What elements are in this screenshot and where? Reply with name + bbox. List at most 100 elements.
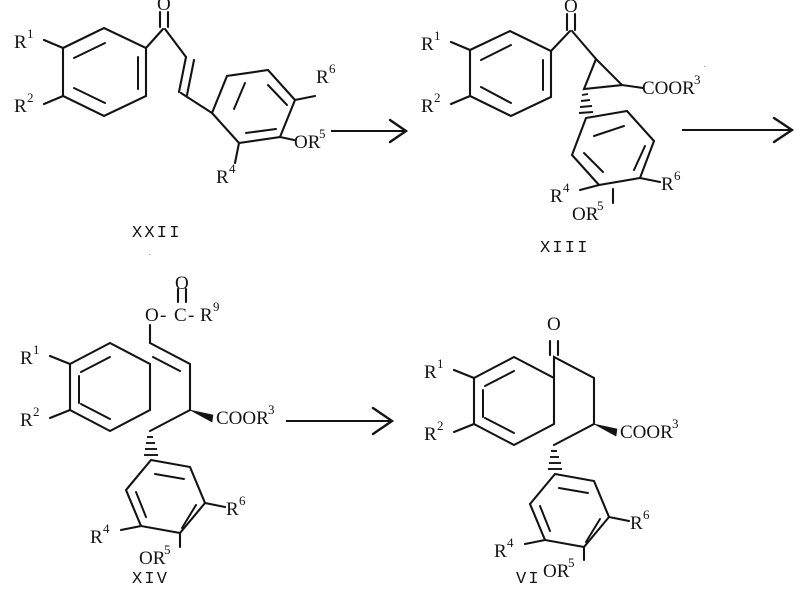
xxii-bond-or5: [278, 135, 296, 142]
xxii-aryl-ring-right: [210, 68, 297, 145]
xxii-label-r6-sup: 6: [329, 61, 336, 76]
arrow-1: [331, 118, 409, 144]
xiv-label-r6: R: [226, 499, 239, 520]
xiv-aryl-ring-lower: [124, 458, 207, 535]
xiii-bond-aryl-co: [549, 29, 572, 53]
xiii-hashed-bond-aryl: [578, 93, 594, 114]
xiv-label-ester-o-single: O: [145, 305, 159, 326]
vi-label-or5-sup: 5: [568, 555, 575, 570]
vi-label-r1: R: [424, 362, 437, 383]
vi-bond-r2: [452, 422, 476, 434]
xiv-label-ester-o-double: O: [175, 273, 189, 294]
vi-label-r6: R: [630, 513, 643, 534]
vi-label-r6-sup: 6: [643, 507, 650, 522]
xiv-label-ester-dash-right: -: [188, 305, 194, 326]
xxii-label-r4-sup: 4: [229, 161, 236, 176]
xiv-label-r9: R: [200, 305, 213, 326]
xiii-cyclopropane-ring: [582, 57, 625, 91]
compound-xxii: R 1 R 2 O R 6 OR 5 R 4: [14, 0, 336, 261]
xiii-bond-coor3: [620, 83, 645, 90]
xiii-bond-co-cp: [570, 29, 598, 61]
vi-bond-r4: [523, 538, 547, 546]
xiv-label-r9-sup: 9: [213, 299, 220, 314]
xiv-label-or5: OR: [139, 548, 166, 569]
vi-label-or5: OR: [543, 561, 570, 582]
xiv-wedge-coor3: [189, 409, 214, 423]
xxii-bond-r6: [293, 94, 317, 102]
vi-label-coor3: COOR: [620, 422, 673, 443]
arrow-2: [682, 116, 795, 144]
xxii-label-ketone-o: O: [157, 0, 171, 15]
xiii-label-or5-sup: 5: [597, 198, 604, 213]
xiii-label-r1: R: [421, 34, 434, 55]
xiii-label-coor3: COOR: [642, 78, 695, 99]
xxii-bond-ca-cb-1: [177, 55, 188, 94]
xiv-bond-r6: [203, 501, 227, 509]
xiii-label-r2-sup: 2: [434, 90, 441, 105]
vi-label-r4-sup: 4: [507, 535, 514, 550]
xiv-aryl-ring-fused: [68, 341, 152, 433]
vi-carbocycle-ring: [552, 355, 596, 447]
xiii-label-coor3-sup: 3: [694, 72, 701, 87]
compound-label-vi: VI: [516, 570, 541, 589]
xiii-bond-r6: [638, 176, 662, 184]
xxii-label-r4: R: [216, 167, 229, 188]
xxii-bond-r2: [42, 94, 65, 106]
vi-aryl-ring-lower: [528, 472, 611, 549]
speck-dot-3: ·: [148, 557, 152, 569]
xiv-hashed-bond-aryl: [144, 436, 158, 456]
vi-label-r1-sup: 1: [437, 356, 444, 371]
xiii-bond-r1: [449, 40, 472, 52]
xiii-aryl-ring-left: [468, 29, 553, 118]
xxii-bond-r4: [233, 141, 241, 165]
xiv-label-coor3: COOR: [216, 408, 269, 429]
xiv-label-r1: R: [20, 348, 33, 369]
xiii-label-r6: R: [661, 174, 674, 195]
xiv-label-or5-sup: 5: [164, 542, 171, 557]
vi-label-r2: R: [424, 424, 437, 445]
xxii-bond-r1: [42, 38, 65, 50]
xiii-label-r1-sup: 1: [434, 28, 441, 43]
speck-dot-1: ·: [148, 249, 152, 261]
vi-label-ketone-o: O: [547, 314, 561, 335]
compound-label-xiv: XIV: [132, 570, 169, 589]
xiii-label-ketone-o: O: [564, 0, 578, 17]
xxii-label-r2-sup: 2: [27, 90, 34, 105]
xiv-bond-r1: [48, 354, 72, 366]
xiv-label-ester-dash-left: -: [160, 305, 166, 326]
xxii-bond-aryl-co: [144, 27, 165, 50]
xxii-aryl-ring-left: [61, 26, 148, 118]
xiii-label-or5: OR: [572, 204, 599, 225]
speck-dot-2: ·: [703, 61, 707, 73]
compound-vi: O R 1 R 2 COOR 3: [424, 314, 679, 589]
compound-xiv: O O - C - R 9 R 1 R 2 COOR 3: [20, 273, 275, 589]
xiv-bond-r2: [48, 408, 72, 420]
vi-bond-r1: [452, 368, 476, 380]
compound-label-xxii: XXII: [132, 224, 182, 243]
xxii-label-r6: R: [316, 67, 329, 88]
xiv-label-r4: R: [90, 527, 103, 548]
xiii-label-r2: R: [421, 96, 434, 117]
xiv-carbocycle-ring: [148, 341, 192, 433]
vi-wedge-coor3: [593, 423, 618, 437]
xxii-bond-ca-cb-2: [185, 58, 196, 97]
xiii-aryl-ring-lower: [570, 109, 656, 187]
xiii-bond-r2: [449, 94, 472, 106]
vi-label-coor3-sup: 3: [672, 416, 679, 431]
xiv-label-r6-sup: 6: [239, 493, 246, 508]
xxii-label-or5-sup: 5: [319, 126, 326, 141]
xxii-label-or5: OR: [294, 132, 321, 153]
xxii-bond-cb-aryl: [179, 91, 214, 115]
xxii-label-r1: R: [14, 32, 27, 53]
xiv-label-r1-sup: 1: [33, 342, 40, 357]
xiv-label-r2-sup: 2: [33, 404, 40, 419]
xiv-bond-r4: [119, 524, 143, 532]
xiii-bond-r4: [578, 183, 601, 192]
xxii-bond-co-ca: [163, 27, 188, 59]
xiv-label-r2: R: [20, 410, 33, 431]
xxii-label-r2: R: [14, 96, 27, 117]
vi-label-r4: R: [494, 541, 507, 562]
vi-hashed-bond-aryl: [548, 450, 562, 470]
arrow-3: [286, 406, 395, 436]
